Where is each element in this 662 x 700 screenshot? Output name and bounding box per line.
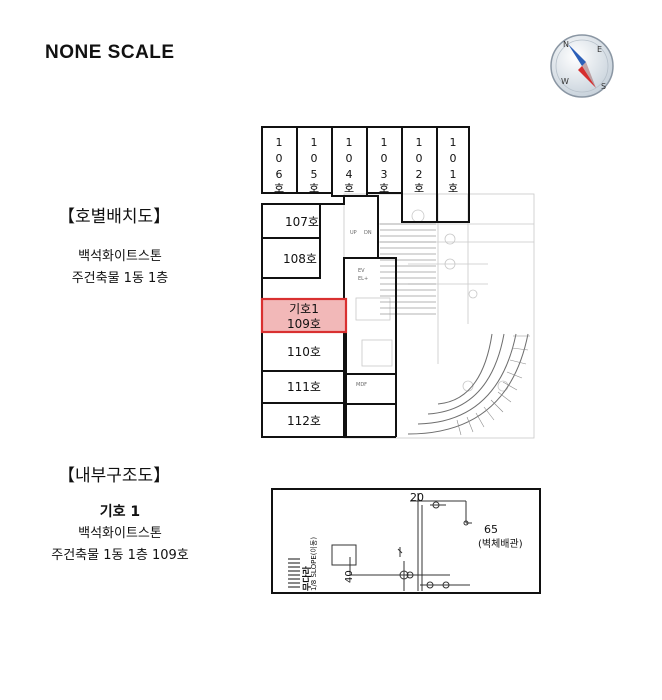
layout-building-name: 백석화이트스톤 — [78, 249, 162, 264]
ramp-ticks — [456, 335, 530, 436]
unit-101-char-0: 1 — [450, 136, 457, 149]
small-text-mdf: MDF — [356, 382, 367, 388]
side-unit-labels: 107호 108호 110호 111호 112호 — [283, 215, 321, 428]
unit-106-char-0: 1 — [276, 136, 283, 149]
unit-102-char-0: 1 — [416, 136, 423, 149]
unit-106-char-3: 호 — [274, 182, 284, 195]
unit-106-char-2: 6 — [276, 168, 283, 181]
detail-label-65: 65 — [484, 523, 498, 536]
unit-108-label: 108호 — [283, 252, 317, 266]
highlight-label-line2: 109호 — [287, 317, 321, 331]
unit-102-char-3: 호 — [414, 182, 424, 195]
small-text-dn: DN — [364, 230, 372, 236]
unit-106-char-1: 0 — [276, 152, 283, 165]
unit-103-char-0: 1 — [381, 136, 388, 149]
compass-rose-icon: N E S W — [550, 34, 614, 98]
unit-104-char-1: 0 — [346, 152, 353, 165]
detail-label-20: 20 — [410, 491, 424, 504]
unit-103-char-1: 0 — [381, 152, 388, 165]
small-text-ev: EV — [358, 268, 365, 274]
unit-102-char-1: 0 — [416, 152, 423, 165]
compass-n: N — [563, 40, 569, 49]
detail-label-40: 40 — [344, 570, 355, 583]
small-text-up: UP — [350, 230, 357, 236]
unit-101-char-1: 0 — [450, 152, 457, 165]
detail-frame — [271, 488, 541, 594]
unit-107-label: 107호 — [285, 215, 319, 229]
highlight-label-line1: 기호1 — [289, 302, 319, 316]
detail-label-wall: (벽체배관) — [478, 538, 523, 550]
top-unit-labels: 1 0 6 호 1 0 5 호 1 0 4 호 1 0 3 호 1 0 2 호 … — [274, 136, 458, 195]
floor-plan: 1 0 6 호 1 0 5 호 1 0 4 호 1 0 3 호 1 0 2 호 … — [260, 126, 535, 439]
unit-101-char-3: 호 — [448, 182, 458, 195]
unit-104-char-2: 4 — [346, 168, 353, 181]
compass-w: W — [561, 77, 569, 86]
unit-101-char-2: 1 — [450, 168, 457, 181]
unit-105-char-2: 5 — [311, 168, 318, 181]
structure-caption: 기호 1 백석화이트스톤 주건축물 1동 1층 109호 — [30, 501, 210, 567]
unit-102-char-2: 2 — [416, 168, 423, 181]
background-linework — [343, 193, 535, 439]
structure-section-title: 【내부구조도】 — [58, 466, 171, 486]
small-text-el: EL+ — [358, 276, 368, 282]
scale-label: NONE SCALE — [45, 42, 175, 63]
small-annotations: EV EL+ MDF UP DN — [350, 230, 372, 388]
structure-symbol-label: 기호 1 — [99, 504, 141, 520]
unit-104-char-0: 1 — [346, 136, 353, 149]
curved-ramp — [407, 333, 529, 435]
detail-drawing: 20 65 (벽체배관) 40 1/8 SLOPE(이동) 무다라 — [271, 488, 541, 594]
unit-103-char-3: 호 — [379, 182, 389, 195]
unit-112-label: 112호 — [287, 414, 321, 428]
unit-103-char-2: 3 — [381, 168, 388, 181]
layout-floor-label: 주건축물 1동 1층 — [71, 271, 169, 286]
detail-vertical-text: 무다라 — [301, 565, 313, 591]
top-unit-outlines — [261, 126, 470, 223]
grate-hatch — [288, 558, 300, 588]
unit-111-label: 111호 — [287, 380, 321, 394]
unit-104-char-3: 호 — [344, 182, 354, 195]
unit-105-char-0: 1 — [311, 136, 318, 149]
compass-s: S — [601, 82, 606, 91]
compass-e: E — [597, 45, 602, 54]
structure-building-name: 백석화이트스톤 — [78, 526, 162, 541]
layout-caption: 백석화이트스톤 주건축물 1동 1층 — [40, 246, 200, 290]
unit-110-label: 110호 — [287, 345, 321, 359]
layout-section-title: 【호별배치도】 — [58, 207, 171, 227]
unit-105-char-3: 호 — [309, 182, 319, 195]
stair-hatch — [380, 223, 436, 315]
structure-unit-label: 주건축물 1동 1층 109호 — [51, 548, 189, 563]
highlight-unit-109 — [260, 297, 348, 334]
detail-slope-text: 1/8 SLOPE(이동) — [309, 537, 318, 591]
unit-105-char-1: 0 — [311, 152, 318, 165]
pipe-lines — [331, 493, 472, 591]
